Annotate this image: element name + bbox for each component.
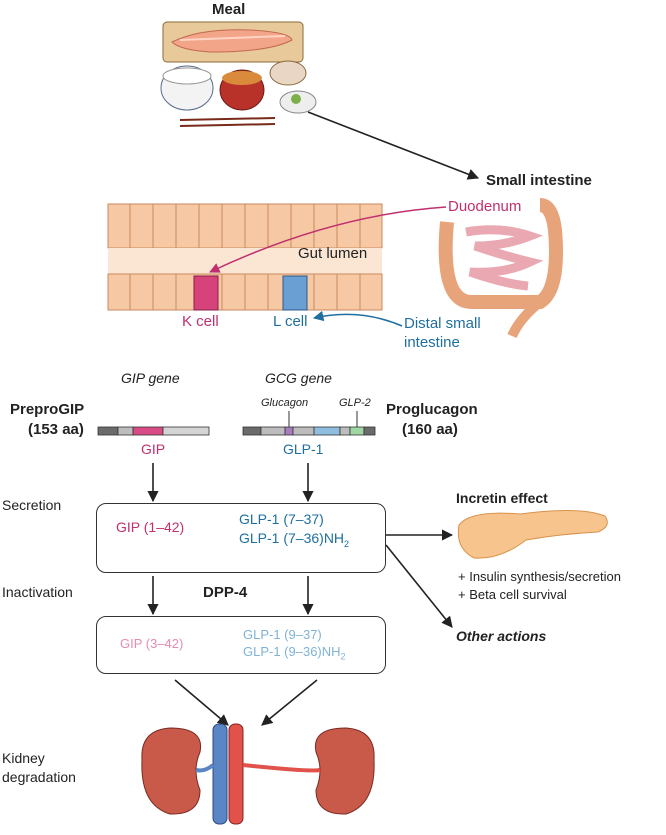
proglucagon-bar xyxy=(242,411,376,436)
gip-to-kidney-arrow xyxy=(174,679,229,726)
kidney-stage-label: Kidney xyxy=(2,750,45,766)
other-actions-arrow xyxy=(385,544,453,628)
kidney-illustration xyxy=(141,723,375,825)
l-cell-shape xyxy=(282,275,308,311)
meal-illustration xyxy=(160,21,317,127)
preprogip-bar xyxy=(97,426,210,436)
distal-to-l-cell-arrow xyxy=(312,310,403,327)
gut-lumen-label: Gut lumen xyxy=(298,245,368,262)
secretion-box xyxy=(96,503,386,573)
preprogip-length: (153 aa) xyxy=(28,421,84,438)
preprogip-label: PreproGIP xyxy=(10,401,85,418)
glp1-to-kidney-arrow xyxy=(261,679,318,726)
pancreas-illustration xyxy=(457,509,608,559)
glp1-9-37-label: GLP-1 (9–37) xyxy=(243,627,322,642)
glp2-label: GLP-2 xyxy=(339,397,371,409)
gip-inactive-label: GIP (3–42) xyxy=(120,636,184,651)
duodenum-label: Duodenum xyxy=(448,198,522,215)
small-intestine-label: Small intestine xyxy=(486,172,592,189)
intestine-illustration xyxy=(438,198,563,339)
degradation-stage-label: degradation xyxy=(2,769,76,785)
distal-small-intestine-label-line1: Distal small xyxy=(404,315,481,332)
gip-gene-label: GIP gene xyxy=(121,370,180,386)
duodenum-to-k-cell-arrow xyxy=(209,206,447,273)
glp1-7-36-label: GLP-1 (7–36)NH2 xyxy=(239,530,350,549)
gut-epithelium xyxy=(107,203,383,311)
proglucagon-label: Proglucagon xyxy=(386,401,478,418)
gip-active-label: GIP (1–42) xyxy=(116,519,185,535)
other-actions-label: Other actions xyxy=(456,628,547,644)
glp1-7-37-label: GLP-1 (7–37) xyxy=(239,511,324,527)
inactivation-box xyxy=(96,616,386,674)
k-cell-label: K cell xyxy=(182,313,219,330)
glp1-9-36-label: GLP-1 (9–36)NH2 xyxy=(243,644,346,662)
glp1-peptide-label: GLP-1 xyxy=(283,441,324,457)
secretion-stage-label: Secretion xyxy=(2,497,62,513)
insulin-synthesis-label: + Insulin synthesis/secretion xyxy=(458,569,621,584)
proglucagon-length: (160 aa) xyxy=(402,421,458,438)
meal-label: Meal xyxy=(212,1,246,18)
incretin-effect-title: Incretin effect xyxy=(456,490,548,506)
inactivation-stage-label: Inactivation xyxy=(2,584,73,600)
k-cell-shape xyxy=(193,275,219,311)
gcg-gene-label: GCG gene xyxy=(265,370,332,386)
glucagon-label: Glucagon xyxy=(261,397,309,409)
distal-small-intestine-label-line2: intestine xyxy=(404,334,460,351)
meal-to-intestine-arrow xyxy=(307,111,480,180)
beta-cell-survival-label: + Beta cell survival xyxy=(458,587,567,602)
l-cell-label: L cell xyxy=(273,313,308,330)
gip-peptide-label: GIP xyxy=(141,441,166,457)
dpp4-label: DPP-4 xyxy=(203,584,248,601)
